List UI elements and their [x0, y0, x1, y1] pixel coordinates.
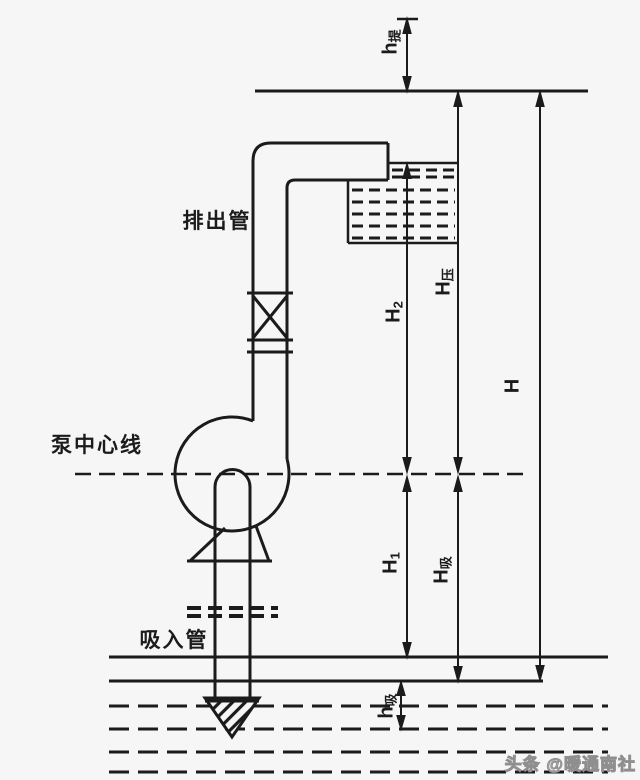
dim-total-head [535, 89, 545, 683]
top-reference-line [255, 17, 588, 93]
dim-main: h [379, 42, 402, 55]
dim-h1 [402, 474, 412, 660]
label-dim-suction-head: H吸 [430, 556, 454, 584]
dim-sub: 压 [440, 268, 456, 282]
dim-discharge-head [453, 89, 463, 475]
label-suction-pipe: 吸入管 [139, 629, 209, 652]
valve-symbol [247, 291, 293, 354]
label-dim-suction-depth: h吸 [375, 693, 399, 719]
label-pump-centerline: 泵中心线 [51, 434, 143, 457]
label-dim-discharge-head: H压 [432, 268, 456, 296]
label-dim-h1: H1 [379, 552, 403, 574]
dimension-lines [396, 16, 545, 732]
dim-sub: 2 [390, 301, 406, 309]
pump-volute [173, 415, 291, 698]
label-dim-lift-height: h提 [379, 29, 403, 55]
dim-main: H [430, 569, 453, 584]
dim-sub: 提 [387, 29, 403, 43]
dim-main: H [379, 559, 402, 574]
pump-stand [187, 525, 272, 563]
upper-tank-water-hatch [352, 168, 455, 240]
foot-valve [202, 696, 262, 740]
dim-main: h [375, 706, 398, 719]
lower-basin [109, 655, 608, 774]
dim-main: H [382, 308, 405, 323]
label-discharge-pipe: 排出管 [182, 210, 252, 233]
dim-main: H [501, 378, 524, 394]
dim-h2 [402, 161, 412, 475]
dim-sub: 吸 [383, 693, 399, 707]
discharge-pipe-shape [251, 141, 390, 459]
suction-pipe-break-marks [187, 606, 278, 618]
label-dim-h2: H2 [382, 301, 406, 323]
dim-lift-height [402, 16, 412, 94]
dim-sub: 1 [387, 552, 403, 560]
dim-suction-head [453, 474, 463, 684]
lower-water-hatch [109, 704, 608, 774]
watermark-text: 头条 @暖通南社 [504, 755, 636, 775]
dim-main: H [432, 281, 455, 296]
dim-suction-depth [396, 679, 406, 732]
label-dim-total-head: H [501, 378, 524, 394]
upper-tank [346, 161, 457, 245]
dim-sub: 吸 [438, 556, 454, 570]
